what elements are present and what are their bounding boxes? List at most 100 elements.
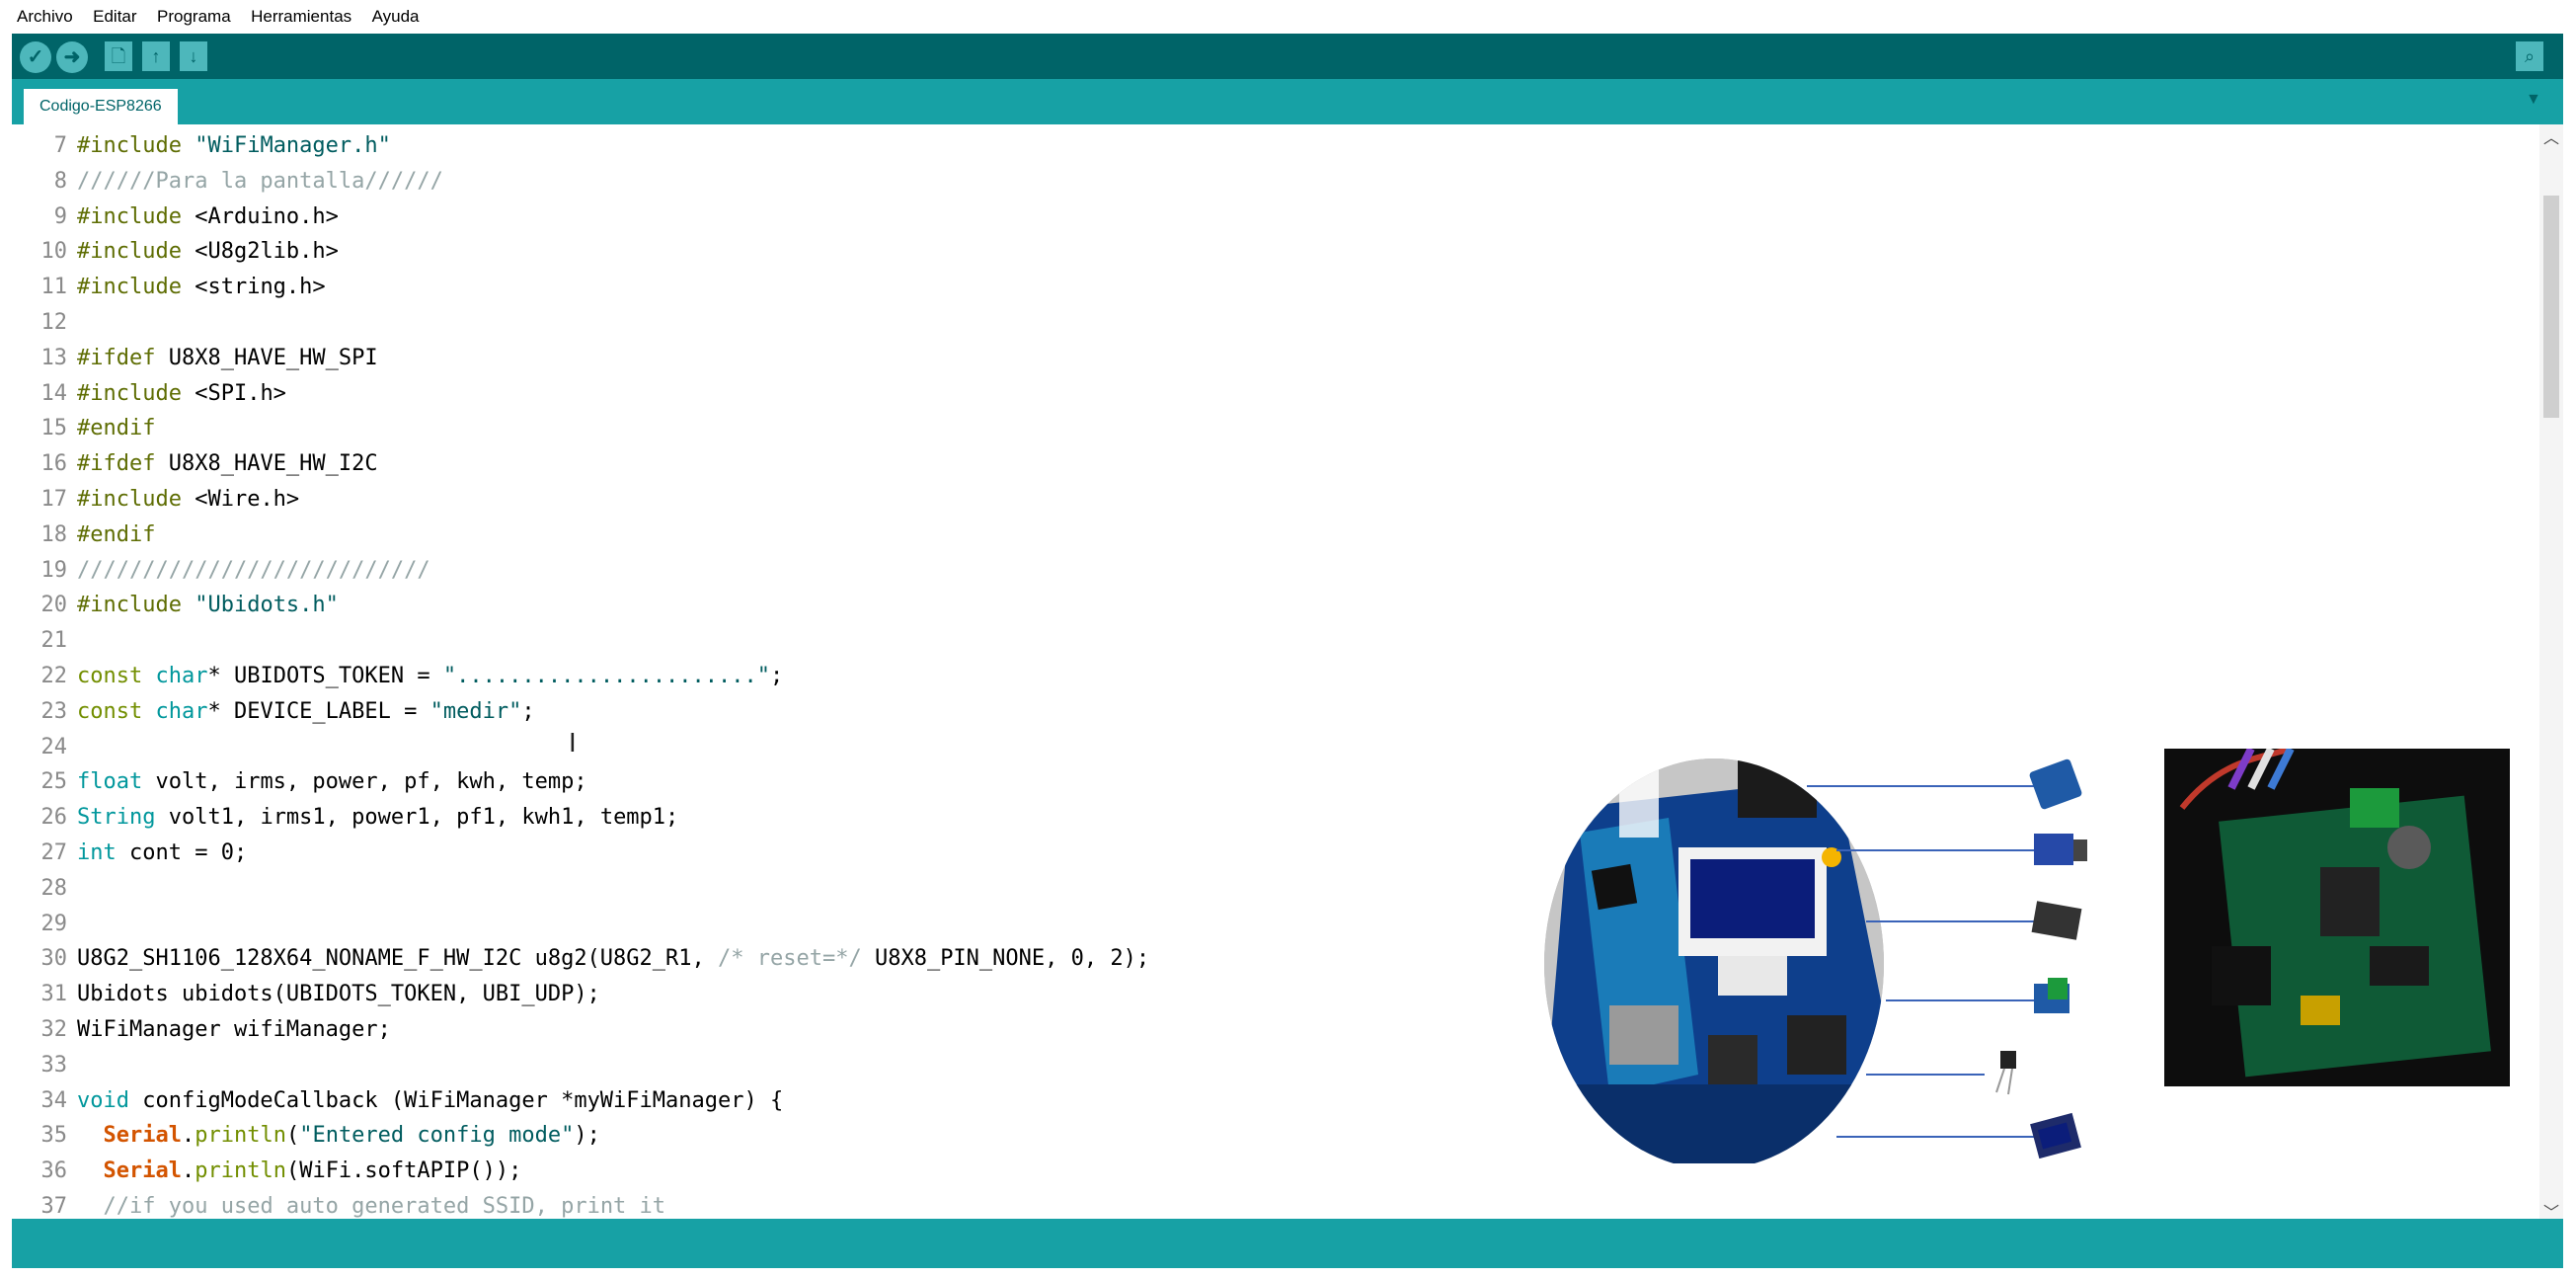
code-line[interactable]: 16#ifdef U8X8_HAVE_HW_I2C [12,446,378,482]
temperature-sensor-icon [1995,1051,2016,1095]
save-button[interactable]: ↓ [180,41,207,71]
tab-menu-button[interactable]: ▼ [2526,91,2545,111]
code-line[interactable]: 11#include <string.h> [12,270,326,305]
code-line[interactable]: 26 String volt1, irms1, power1, pf1, kwh1… [12,800,679,836]
code-line[interactable]: 12 [12,305,77,341]
hardware-overlay [1540,746,2528,1169]
code-line[interactable]: 24 [12,730,77,765]
code-token: <string.h> [181,275,326,300]
code-token: #endif [77,416,156,441]
upload-button[interactable]: ➜ [56,41,88,73]
code-line[interactable]: 35 Serial.println("Entered config mode")… [12,1118,600,1154]
line-number: 26 [40,805,68,831]
code-token: ; [770,664,784,688]
code-token: ); [574,1123,600,1149]
menu-bar: Archivo Editar Programa Herramientas Ayu… [0,0,2576,34]
code-line[interactable]: 19 /////////////////////////// [12,553,430,589]
code-token: /* reset=*/ [718,946,862,972]
code-token: #include [77,203,182,229]
menu-herramientas[interactable]: Herramientas [251,7,352,26]
code-editor[interactable]: 7#include "WiFiManager.h"8//////Para la … [12,124,2539,1219]
scroll-up-icon[interactable]: ︿ [2542,130,2559,147]
code-line[interactable]: 14#include <SPI.h> [12,376,286,412]
code-line[interactable]: 17#include <Wire.h> [12,482,300,518]
scroll-down-icon[interactable]: ﹀ [2542,1205,2559,1222]
code-token: #ifdef [77,345,156,370]
code-line[interactable]: 10#include <U8g2lib.h> [12,234,339,270]
hardware-overlay-graphic [1544,746,2510,1169]
code-token: ( [285,1123,300,1149]
serial-monitor-button[interactable]: ⌕ [2516,41,2543,71]
line-number: 23 [40,698,68,724]
code-token: U8X8_HAVE_HW_I2C [155,451,378,477]
menu-programa[interactable]: Programa [157,7,231,26]
code-token: #endif [77,521,156,547]
code-line[interactable]: 9 #include <Arduino.h> [12,200,339,235]
code-line[interactable]: 15#endif [12,411,156,446]
tab-codigo-esp8266[interactable]: Codigo-ESP8266 [24,89,178,124]
pcb-photo [2164,746,2510,1086]
line-number: 21 [40,628,68,654]
scrollbar-thumb[interactable] [2543,196,2559,418]
line-number: 9 [53,203,67,229]
line-number: 10 [40,239,68,265]
code-token: U8X8_HAVE_HW_SPI [155,345,378,370]
new-button[interactable]: 🗋 [105,41,132,71]
line-number: 33 [40,1052,68,1078]
code-token: Ubidots ubidots(UBIDOTS_TOKEN, UBI_UDP); [77,982,600,1007]
verify-button[interactable]: ✓ [20,41,51,73]
code-line[interactable]: 28 [12,871,77,907]
vertical-scrollbar[interactable]: ︿ ﹀ [2539,124,2563,1222]
code-line[interactable]: 8//////Para la pantalla////// [12,164,443,200]
code-token: const [77,698,143,724]
menu-archivo[interactable]: Archivo [17,7,73,26]
code-token: String [77,805,156,831]
code-line[interactable]: 18 #endif [12,518,156,553]
code-token: volt1, irms1, power1, pf1, kwh1, temp1; [155,805,679,831]
code-line[interactable]: 13#ifdef U8X8_HAVE_HW_SPI [12,341,378,376]
code-token: Serial [103,1158,182,1184]
toolbar: ✓ ➜ 🗋 ↑ ↓ ⌕ [12,34,2563,79]
code-token: "Ubidots.h" [195,593,339,618]
code-token [182,133,195,158]
chevron-down-icon: ▼ [2526,91,2541,108]
code-token: //////Para la pantalla////// [77,168,443,194]
magnifier-icon: ⌕ [2524,46,2536,66]
tab-bar: Codigo-ESP8266 ▼ [12,79,2563,124]
code-line[interactable]: 7#include "WiFiManager.h" [12,128,391,164]
open-button[interactable]: ↑ [142,41,170,71]
line-number: 19 [40,557,68,583]
code-token: #include [77,239,182,265]
line-number: 18 [40,521,68,547]
code-line[interactable]: 33 [12,1048,77,1083]
code-token: /////////////////////////// [77,557,430,583]
code-token: #ifdef [77,451,156,477]
menu-ayuda[interactable]: Ayuda [371,7,420,26]
code-token [142,664,155,688]
code-token: U8G2_SH1106_128X64_NONAME_F_HW_I2C u8g2(… [77,946,719,972]
line-number: 7 [53,133,67,158]
code-token: <Arduino.h> [181,203,339,229]
code-line[interactable]: 36 Serial.println(WiFi.softAPIP()); [12,1154,522,1189]
code-line[interactable]: 37 //if you used auto generated SSID, pr… [12,1189,666,1219]
code-token [142,699,155,724]
code-token: println [195,1123,286,1149]
check-icon: ✓ [27,46,44,68]
document-icon: 🗋 [111,46,126,66]
code-token: "WiFiManager.h" [195,133,391,158]
code-token: cont = 0; [116,840,248,865]
code-line[interactable]: 20#include "Ubidots.h" [12,588,339,623]
arrow-right-icon: ➜ [63,46,81,68]
menu-editar[interactable]: Editar [93,7,137,26]
code-line[interactable]: 21 [12,623,77,659]
code-token: #include [77,487,182,512]
code-line[interactable]: 29 [12,907,77,942]
